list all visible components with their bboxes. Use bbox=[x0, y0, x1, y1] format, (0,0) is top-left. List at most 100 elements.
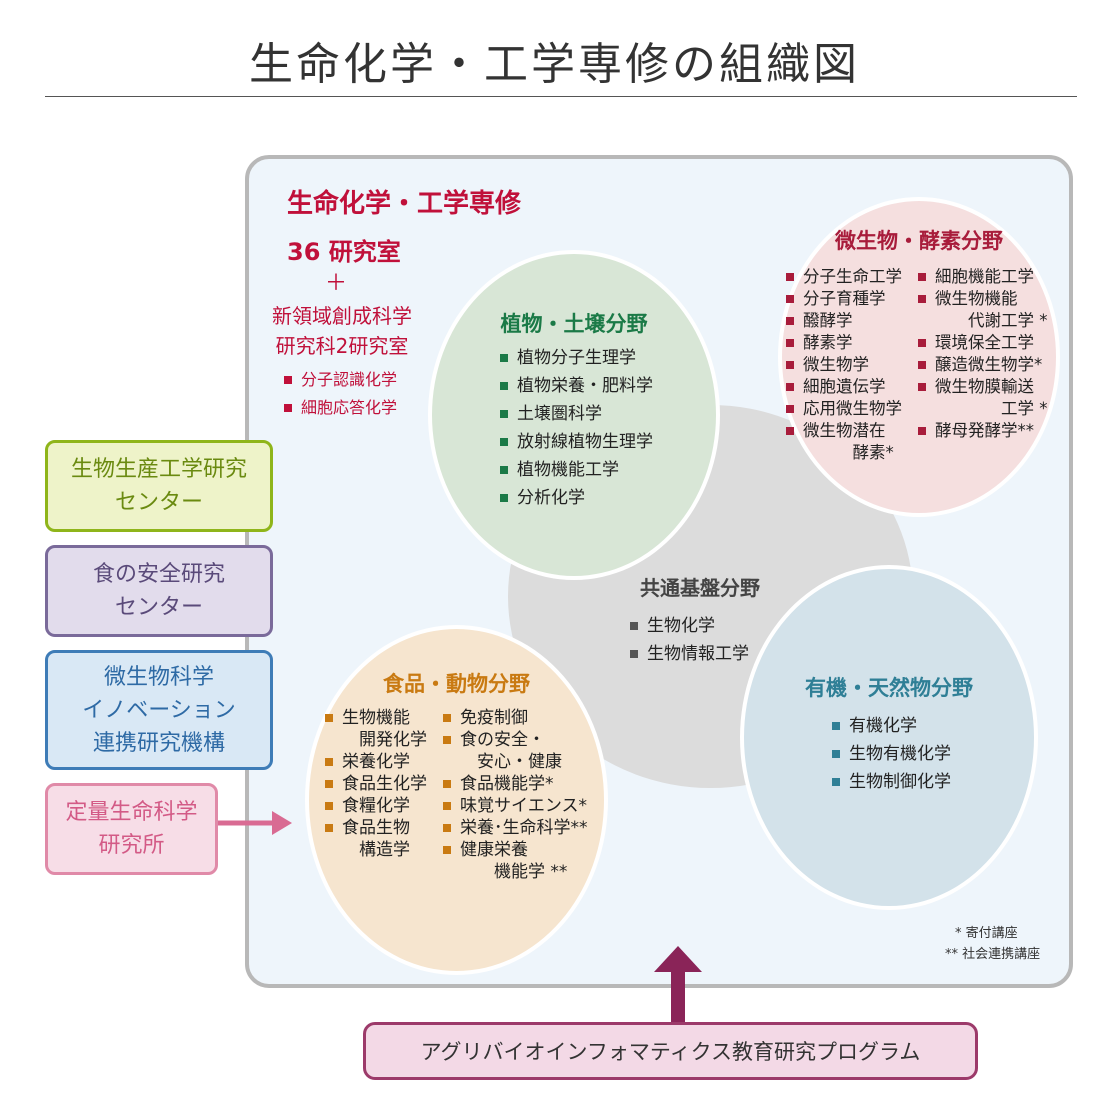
list-item: 放射線植物生理学 bbox=[500, 428, 653, 456]
course-plus: ＋ bbox=[325, 271, 348, 296]
list-item-label: 分子育種学 bbox=[803, 289, 886, 308]
bullet-square-icon bbox=[443, 780, 451, 788]
center-microbiology-innovation: 微生物科学 イノベーション 連携研究機構 bbox=[45, 650, 273, 770]
list-item: 応用微生物学 bbox=[786, 398, 902, 420]
list-item: 分子認識化学 bbox=[284, 366, 397, 394]
bullet-square-icon bbox=[500, 354, 508, 362]
list-item: 酵母発酵学** bbox=[918, 420, 1048, 442]
list-item: 分子育種学 bbox=[786, 288, 902, 310]
bullet-square-icon bbox=[284, 404, 292, 412]
list-item: 生物有機化学 bbox=[832, 740, 951, 768]
center-food-safety: 食の安全研究 センター bbox=[45, 545, 273, 637]
bullet-square-icon bbox=[918, 273, 926, 281]
list-item-label: 分子生命工学 bbox=[803, 267, 902, 286]
common-field-title: 共通基盤分野 bbox=[640, 576, 760, 600]
bullet-square-icon bbox=[918, 361, 926, 369]
list-item-label: 味覚サイエンス* bbox=[460, 796, 587, 816]
plant-field-title: 植物・土壌分野 bbox=[500, 312, 648, 336]
page-title: 生命化学・工学専修の組織図 bbox=[249, 39, 860, 90]
bullet-square-icon bbox=[832, 750, 840, 758]
bullet-square-icon bbox=[786, 383, 794, 391]
program-bar: アグリバイオインフォマティクス教育研究プログラム bbox=[363, 1022, 978, 1080]
list-item: 分析化学 bbox=[500, 484, 653, 512]
bullet-square-icon bbox=[786, 405, 794, 413]
list-item-label: 醸造微生物学* bbox=[935, 355, 1043, 374]
bullet-square-icon bbox=[500, 382, 508, 390]
title-divider bbox=[45, 96, 1077, 97]
list-item-label: 酵母発酵学** bbox=[935, 421, 1034, 440]
list-item-label: 生物化学 bbox=[647, 616, 715, 636]
microbe-field-list-1: 分子生命工学分子育種学醱酵学酵素学微生物学細胞遺伝学応用微生物学微生物潜在 酵素… bbox=[786, 266, 902, 464]
bullet-square-icon bbox=[325, 824, 333, 832]
endowed-note: * 寄付講座 bbox=[955, 926, 1018, 941]
bullet-square-icon bbox=[500, 438, 508, 446]
list-item-label: 微生物潜在 酵素* bbox=[803, 421, 894, 462]
list-item: 食の安全・ 安心・健康 bbox=[443, 729, 588, 773]
bullet-square-icon bbox=[918, 427, 926, 435]
microbe-field-list-2: 細胞機能工学微生物機能 代謝工学 *環境保全工学醸造微生物学* 微生物膜輸送 工学… bbox=[918, 266, 1048, 442]
list-item: 食品生化学 bbox=[325, 773, 427, 795]
bullet-square-icon bbox=[786, 339, 794, 347]
bullet-square-icon bbox=[500, 466, 508, 474]
bullet-square-icon bbox=[630, 622, 638, 630]
organic-field-title: 有機・天然物分野 bbox=[805, 676, 973, 700]
list-item: 食品機能学* bbox=[443, 773, 588, 795]
bullet-square-icon bbox=[325, 758, 333, 766]
course-name: 生命化学・工学専修 bbox=[287, 189, 522, 219]
bullet-square-icon bbox=[832, 778, 840, 786]
list-item-label: 生物情報工学 bbox=[647, 644, 749, 664]
list-item-label: 植物機能工学 bbox=[517, 460, 619, 480]
food-field-list-1: 生物機能 開発化学栄養化学食品生化学食糧化学食品生物 構造学 bbox=[325, 707, 427, 861]
list-item: 栄養･生命科学** bbox=[443, 817, 588, 839]
course-extra-list: 分子認識化学細胞応答化学 bbox=[284, 366, 397, 422]
arrow-up-icon bbox=[654, 946, 702, 1026]
bullet-square-icon bbox=[786, 273, 794, 281]
plant-field-bubble bbox=[428, 250, 720, 580]
bullet-square-icon bbox=[786, 427, 794, 435]
food-field-list-2: 免疫制御食の安全・ 安心・健康食品機能学*味覚サイエンス*栄養･生命科学**健康… bbox=[443, 707, 588, 883]
list-item: 分子生命工学 bbox=[786, 266, 902, 288]
list-item: 生物化学 bbox=[630, 612, 749, 640]
list-item-label: 免疫制御 bbox=[460, 708, 528, 728]
list-item: 植物栄養・肥料学 bbox=[500, 372, 653, 400]
list-item: 細胞遺伝学 bbox=[786, 376, 902, 398]
bullet-square-icon bbox=[443, 736, 451, 744]
course-labs: 36 研究室 bbox=[287, 238, 401, 266]
list-item: 植物分子生理学 bbox=[500, 344, 653, 372]
list-item-label: 環境保全工学 bbox=[935, 333, 1034, 352]
list-item-label: 細胞応答化学 bbox=[301, 398, 398, 417]
bullet-square-icon bbox=[786, 295, 794, 303]
list-item: 環境保全工学 bbox=[918, 332, 1048, 354]
list-item: 微生物潜在 酵素* bbox=[786, 420, 902, 464]
bullet-square-icon bbox=[918, 383, 926, 391]
list-item-label: 食糧化学 bbox=[342, 796, 410, 816]
list-item: 味覚サイエンス* bbox=[443, 795, 588, 817]
list-item: 有機化学 bbox=[832, 712, 951, 740]
list-item: 健康栄養 機能学 ** bbox=[443, 839, 588, 883]
list-item-label: 健康栄養 機能学 ** bbox=[460, 840, 568, 882]
list-item: 免疫制御 bbox=[443, 707, 588, 729]
bullet-square-icon bbox=[284, 376, 292, 384]
organic-field-list: 有機化学生物有機化学生物制御化学 bbox=[832, 712, 951, 796]
social-note: ** 社会連携講座 bbox=[945, 947, 1041, 962]
list-item-label: 食品生化学 bbox=[342, 774, 427, 794]
course-extra-line1: 新領域創成科学 bbox=[272, 304, 412, 328]
food-field-bubble bbox=[305, 625, 608, 975]
list-item-label: 土壌圏科学 bbox=[517, 404, 602, 424]
list-item: 醸造微生物学* bbox=[918, 354, 1048, 376]
bullet-square-icon bbox=[443, 802, 451, 810]
bullet-square-icon bbox=[832, 722, 840, 730]
list-item-label: 微生物学 bbox=[803, 355, 869, 374]
list-item-label: 食品機能学* bbox=[460, 774, 554, 794]
bullet-square-icon bbox=[630, 650, 638, 658]
bullet-square-icon bbox=[443, 714, 451, 722]
list-item-label: 生物有機化学 bbox=[849, 744, 951, 764]
bullet-square-icon bbox=[918, 339, 926, 347]
list-item-label: 分子認識化学 bbox=[301, 370, 398, 389]
list-item-label: 植物分子生理学 bbox=[517, 348, 636, 368]
list-item-label: 微生物膜輸送 工学 * bbox=[935, 377, 1048, 418]
list-item: 生物制御化学 bbox=[832, 768, 951, 796]
list-item: 微生物機能 代謝工学 * bbox=[918, 288, 1048, 332]
microbe-field-bubble bbox=[778, 197, 1060, 517]
list-item-label: 細胞機能工学 bbox=[935, 267, 1034, 286]
